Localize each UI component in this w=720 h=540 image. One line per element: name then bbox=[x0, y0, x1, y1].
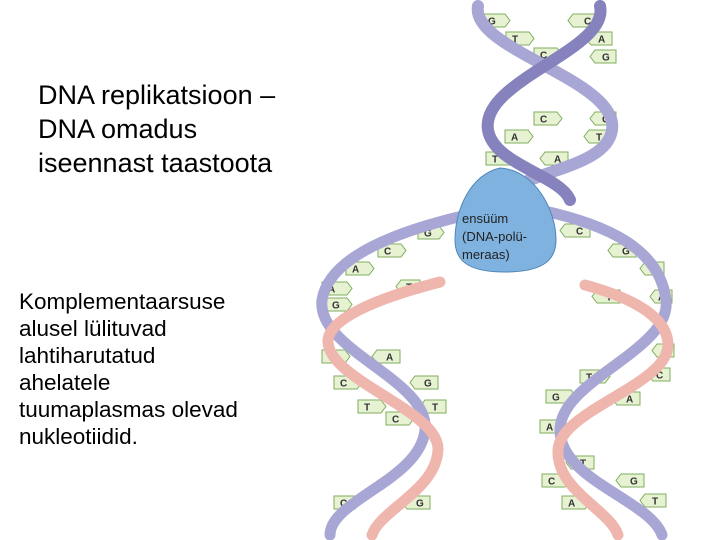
base-letter: A bbox=[511, 133, 518, 144]
base-letter: C bbox=[340, 379, 347, 390]
base-G: G bbox=[615, 473, 645, 488]
base-C: C bbox=[533, 111, 563, 126]
base-shape bbox=[589, 49, 617, 64]
body-line: nukleotiidid. bbox=[19, 424, 138, 449]
base-letter: T bbox=[492, 155, 498, 166]
base-shape bbox=[357, 399, 387, 414]
base-shape bbox=[639, 493, 667, 508]
base-shape bbox=[533, 111, 563, 126]
enzyme-label-line: ensüüm bbox=[462, 211, 508, 226]
title-line: DNA replikatsioon – bbox=[38, 80, 276, 110]
body-line: alusel lülituvad bbox=[19, 316, 167, 341]
base-letter: T bbox=[586, 373, 592, 384]
base-shape bbox=[504, 129, 534, 144]
base-letter: T bbox=[596, 133, 602, 144]
enzyme-label-line: (DNA-polü- bbox=[462, 229, 527, 244]
base-letter: C bbox=[656, 371, 663, 382]
right-new-strand bbox=[552, 279, 674, 540]
body-line: Komplementaarsuse bbox=[19, 289, 226, 314]
right-template-strand bbox=[534, 204, 672, 540]
base-letter: C bbox=[540, 51, 547, 62]
base-letter: G bbox=[416, 499, 424, 510]
base-letter: G bbox=[630, 477, 638, 488]
base-G: G bbox=[409, 375, 439, 390]
base-letter: G bbox=[332, 301, 340, 312]
base-letter: C bbox=[548, 477, 555, 488]
base-A: A bbox=[345, 261, 375, 276]
parent-strand-right bbox=[481, 0, 607, 206]
base-letter: G bbox=[602, 53, 610, 64]
base-letter: C bbox=[384, 247, 391, 258]
base-shape bbox=[377, 243, 407, 258]
base-letter: A bbox=[598, 35, 605, 46]
base-shape bbox=[345, 261, 375, 276]
left-template-strand bbox=[316, 206, 486, 540]
base-letter: A bbox=[328, 285, 335, 296]
base-G: G bbox=[325, 297, 353, 312]
base-letter: T bbox=[364, 403, 370, 414]
title-line: DNA omadus bbox=[38, 114, 198, 144]
base-letter: G bbox=[622, 247, 630, 258]
base-T: T bbox=[639, 493, 667, 508]
base-letter: A bbox=[626, 395, 633, 406]
base-letter: G bbox=[424, 379, 432, 390]
body-line: lahtiharutatud bbox=[19, 343, 156, 368]
base-shape bbox=[559, 223, 591, 238]
base-letter: C bbox=[392, 415, 399, 426]
backbone-layer bbox=[316, 0, 674, 540]
base-letter: C bbox=[340, 499, 347, 510]
slide-title: DNA replikatsioon – DNA omadus iseennast… bbox=[38, 78, 358, 180]
base-letter: A bbox=[568, 499, 575, 510]
title-line: iseennast taastoota bbox=[38, 148, 273, 178]
base-C: C bbox=[377, 243, 407, 258]
base-letter: C bbox=[540, 115, 547, 126]
base-letter: C bbox=[576, 227, 583, 238]
base-C: C bbox=[559, 223, 591, 238]
base-letter: A bbox=[352, 265, 359, 276]
body-line: tuumaplasmas olevad bbox=[19, 397, 238, 422]
base-letter: A bbox=[386, 353, 393, 364]
enzyme-shape bbox=[454, 167, 557, 273]
base-letter: T bbox=[512, 35, 518, 46]
base-shape bbox=[409, 375, 439, 390]
base-letter: C bbox=[584, 17, 591, 28]
enzyme-label-line: meraas) bbox=[462, 247, 510, 262]
base-shape bbox=[615, 473, 645, 488]
slide-body-text: Komplementaarsuse alusel lülituvad lahti… bbox=[19, 288, 319, 450]
base-T: T bbox=[357, 399, 387, 414]
base-A: A bbox=[504, 129, 534, 144]
base-letter: T bbox=[652, 497, 658, 508]
base-letter: G bbox=[488, 17, 496, 28]
base-letter: A bbox=[554, 155, 561, 166]
base-letter: A bbox=[546, 423, 553, 434]
base-letter: G bbox=[552, 393, 560, 404]
base-G: G bbox=[589, 49, 617, 64]
body-line: ahelatele bbox=[19, 370, 111, 395]
base-letter: T bbox=[432, 403, 438, 414]
base-letter: G bbox=[424, 229, 432, 240]
left-new-strand bbox=[322, 276, 446, 540]
